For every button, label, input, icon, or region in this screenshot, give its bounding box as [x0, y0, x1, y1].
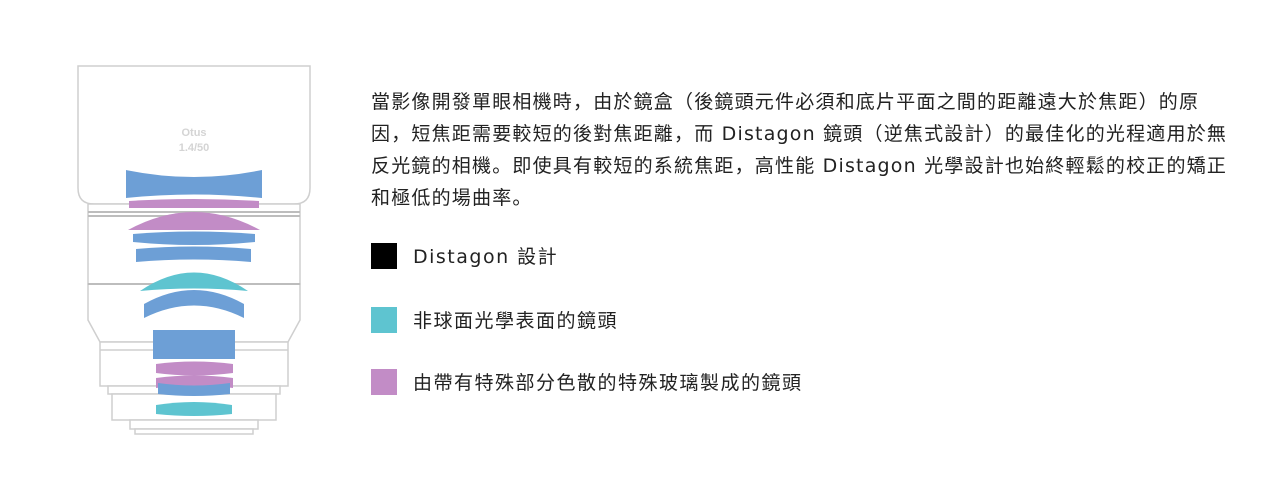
legend-label-distagon: Distagon 設計: [413, 246, 559, 268]
legend-item-aspheric: 非球面光學表面的鏡頭: [371, 306, 618, 333]
lens-element-2: [128, 212, 260, 230]
lens-element-front-1: [126, 170, 262, 198]
lens-engraving-name: Otus: [181, 127, 206, 139]
lens-element-3: [133, 231, 255, 245]
lens-element-5-aspheric: [140, 272, 248, 291]
design-description: 當影像開發單眼相機時，由於鏡盒（後鏡頭元件必須和底片平面之間的距離遠大於焦距）的…: [371, 91, 1228, 209]
legend-item-distagon: Distagon 設計: [371, 242, 558, 269]
legend-swatch-aspheric: [371, 306, 397, 333]
lens-element-10: [158, 383, 230, 396]
lens-cross-section-diagram: Otus 1.4/50: [77, 65, 311, 435]
lens-element-11-aspheric: [156, 402, 232, 416]
legend-item-special-glass: 由帶有特殊部分色散的特殊玻璃製成的鏡頭: [371, 368, 803, 395]
legend-label-special-glass: 由帶有特殊部分色散的特殊玻璃製成的鏡頭: [413, 372, 803, 394]
lens-engraving-spec: 1.4/50: [179, 142, 210, 154]
legend-swatch-special-glass: [371, 368, 397, 395]
lens-element-7: [153, 330, 235, 359]
legend-label-aspheric: 非球面光學表面的鏡頭: [413, 310, 619, 332]
legend-swatch-distagon: [371, 242, 397, 269]
lens-element-4: [136, 246, 251, 262]
lens-element-front-2: [129, 199, 259, 208]
lens-element-8: [156, 361, 233, 376]
lens-element-6: [144, 290, 244, 318]
